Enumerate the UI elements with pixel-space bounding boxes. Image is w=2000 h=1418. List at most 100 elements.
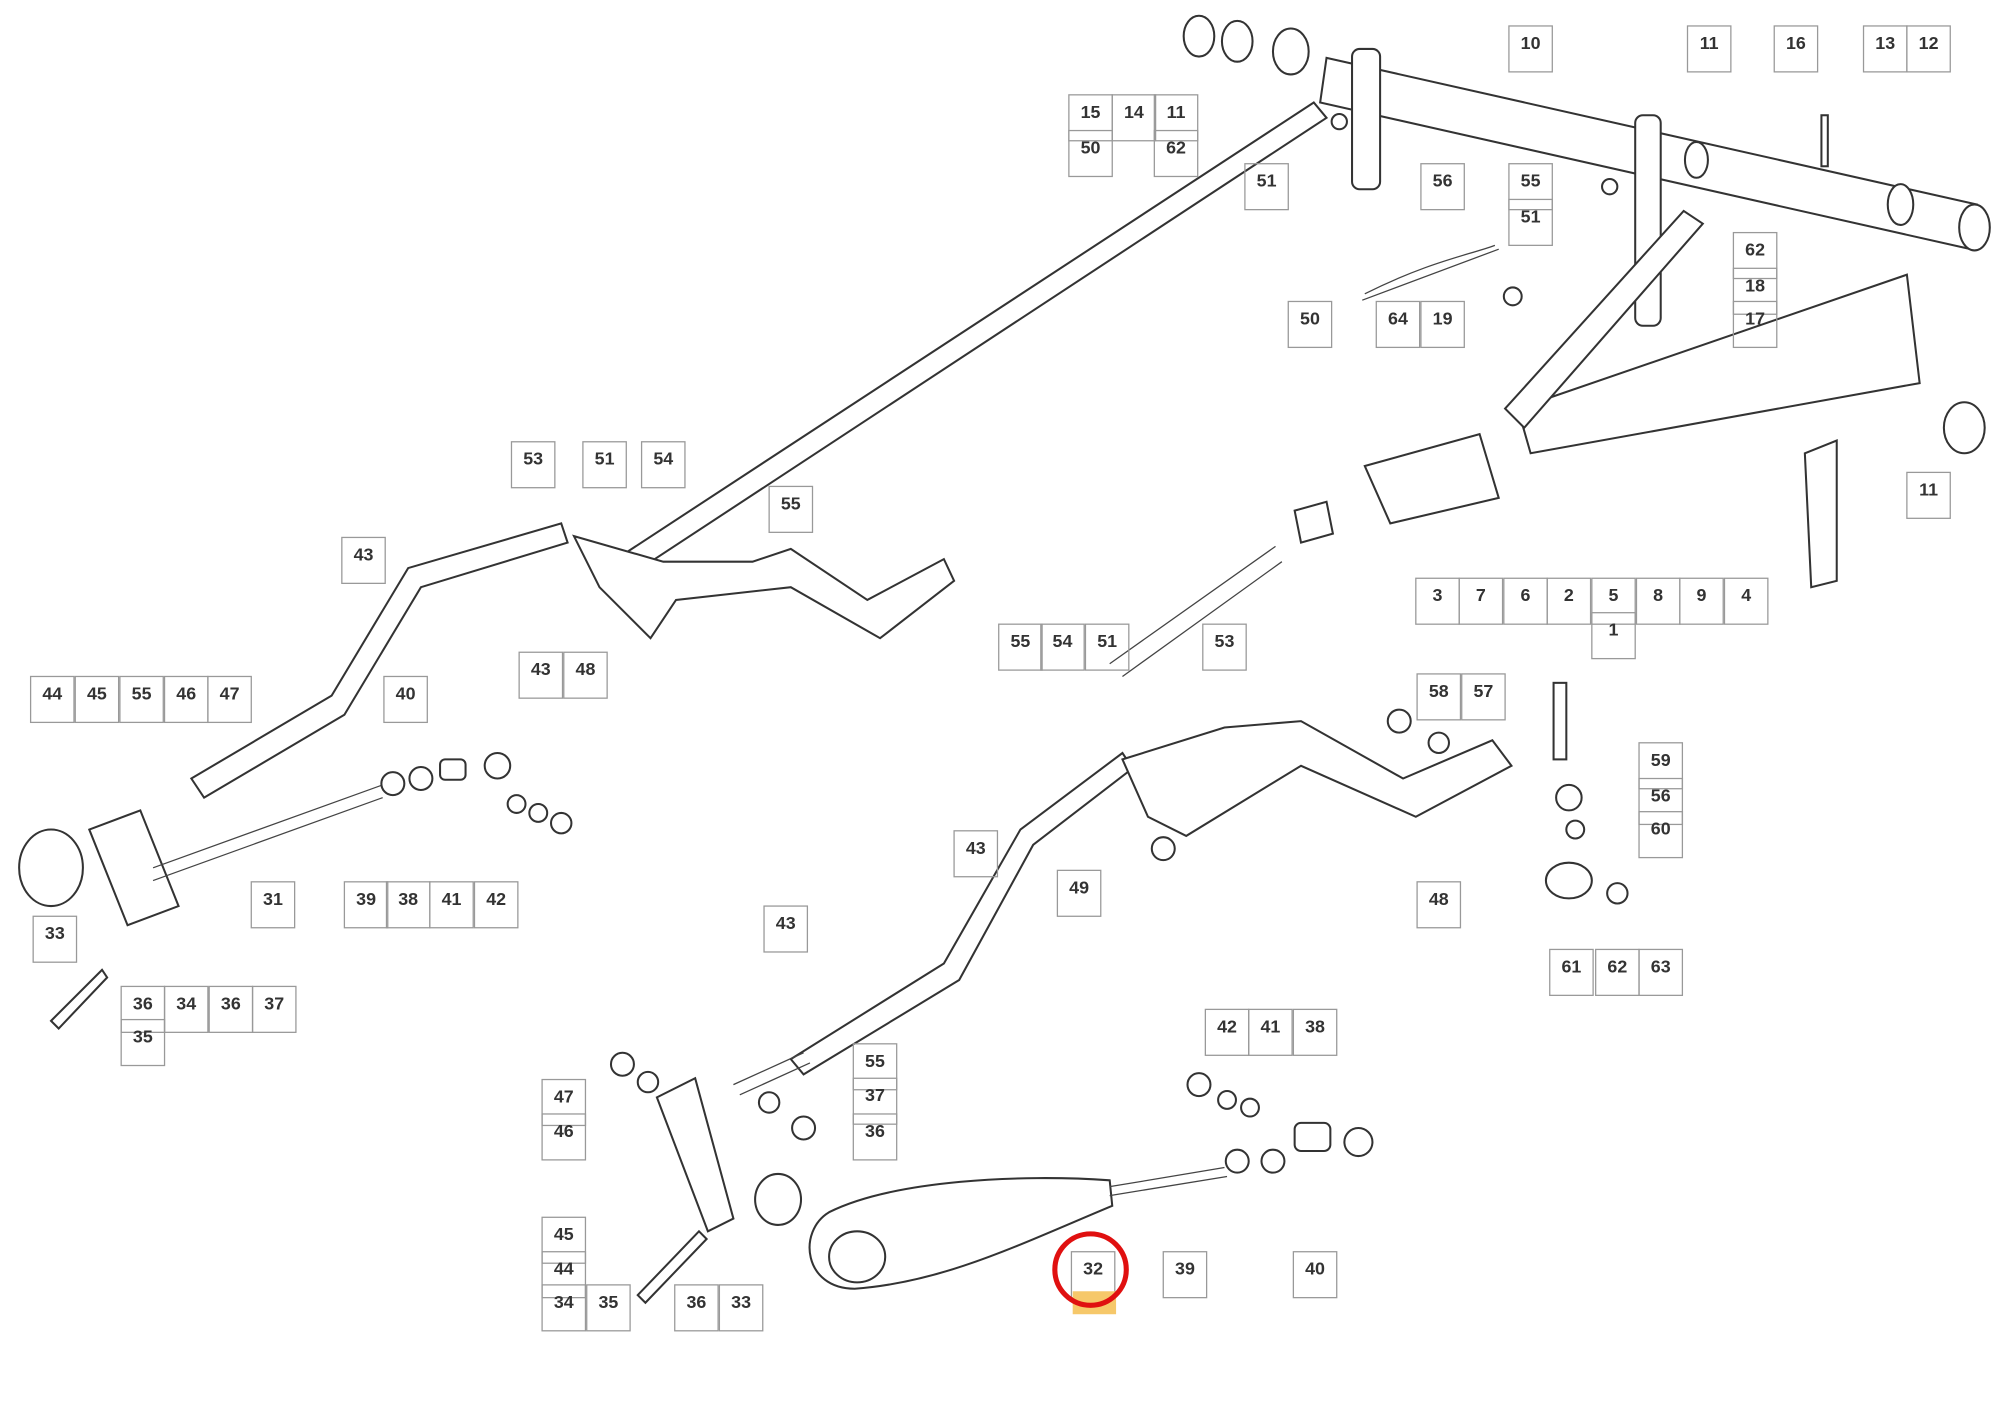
callout-8[interactable]: 50: [1068, 129, 1113, 178]
callout-54[interactable]: 55: [998, 623, 1043, 671]
part-number-label: 56: [1433, 171, 1453, 191]
callout-53[interactable]: 35: [120, 1018, 166, 1067]
callout-66[interactable]: 43: [763, 905, 809, 953]
callout-55[interactable]: 54: [1040, 623, 1085, 671]
callout-45[interactable]: 38: [385, 881, 431, 929]
callout-17[interactable]: 50: [1287, 300, 1333, 349]
callout-82[interactable]: 44: [541, 1251, 587, 1299]
callout-2[interactable]: 11: [1153, 94, 1199, 142]
callout-box: [1040, 623, 1085, 671]
callout-26[interactable]: 8: [1635, 577, 1681, 625]
callout-35[interactable]: 43: [518, 651, 564, 699]
callout-36[interactable]: 48: [563, 651, 608, 699]
callout-64[interactable]: 49: [1056, 869, 1102, 917]
callout-21[interactable]: 3: [1415, 577, 1460, 625]
callout-34[interactable]: 43: [341, 536, 386, 584]
callout-56[interactable]: 51: [1084, 623, 1130, 671]
callout-27[interactable]: 9: [1679, 577, 1724, 625]
callout-61[interactable]: 56: [1638, 777, 1684, 826]
callout-box: [1416, 881, 1462, 929]
callout-15[interactable]: 18: [1732, 267, 1778, 315]
callout-63[interactable]: 43: [953, 830, 999, 878]
callout-52[interactable]: 37: [251, 985, 297, 1033]
callout-box: [1508, 25, 1553, 73]
callout-43[interactable]: 31: [250, 881, 296, 929]
callout-69[interactable]: 63: [1638, 948, 1684, 996]
callout-57[interactable]: 53: [1202, 623, 1247, 671]
callout-68[interactable]: 62: [1595, 948, 1640, 996]
callout-65[interactable]: 48: [1416, 881, 1462, 929]
callout-23[interactable]: 6: [1503, 577, 1548, 625]
callout-73[interactable]: 55: [852, 1043, 898, 1091]
callout-10[interactable]: 51: [1244, 163, 1289, 211]
callout-86[interactable]: 33: [718, 1284, 764, 1332]
callout-41[interactable]: 47: [207, 675, 252, 724]
callout-29[interactable]: 1: [1591, 612, 1636, 660]
callout-9[interactable]: 62: [1153, 129, 1199, 178]
callout-box: [541, 1078, 587, 1127]
callout-1[interactable]: 14: [1111, 94, 1157, 142]
callout-31[interactable]: 51: [582, 441, 627, 489]
callout-33[interactable]: 55: [768, 485, 814, 533]
callout-83[interactable]: 34: [541, 1284, 587, 1332]
callout-20[interactable]: 11: [1906, 471, 1951, 519]
callout-84[interactable]: 35: [586, 1284, 631, 1332]
callout-50[interactable]: 34: [163, 985, 209, 1033]
callout-box: [1056, 869, 1102, 917]
callout-72[interactable]: 38: [1292, 1008, 1338, 1056]
callout-19[interactable]: 19: [1420, 300, 1465, 349]
callout-70[interactable]: 42: [1204, 1008, 1250, 1056]
callout-3[interactable]: 10: [1508, 25, 1553, 73]
callout-12[interactable]: 55: [1508, 163, 1553, 211]
callout-67[interactable]: 61: [1549, 948, 1594, 996]
part-number-label: 48: [576, 659, 596, 679]
callout-77[interactable]: 46: [541, 1113, 587, 1161]
callout-85[interactable]: 36: [674, 1284, 719, 1332]
callout-4[interactable]: 11: [1686, 25, 1732, 73]
callout-0[interactable]: 15: [1068, 94, 1113, 142]
callout-42[interactable]: 40: [383, 675, 428, 724]
callout-48[interactable]: 33: [32, 915, 78, 963]
callout-40[interactable]: 46: [163, 675, 209, 724]
callout-24[interactable]: 2: [1546, 577, 1592, 625]
callout-13[interactable]: 51: [1508, 198, 1553, 246]
callout-37[interactable]: 44: [29, 675, 75, 724]
callout-32[interactable]: 54: [640, 441, 686, 489]
callout-14[interactable]: 62: [1732, 231, 1778, 280]
callout-78[interactable]: 45: [541, 1216, 587, 1264]
callout-62[interactable]: 60: [1638, 811, 1684, 859]
callout-76[interactable]: 36: [852, 1113, 898, 1161]
callout-11[interactable]: 56: [1420, 163, 1465, 211]
callout-79[interactable]: 39: [1162, 1251, 1208, 1299]
callout-box: [1153, 129, 1199, 178]
callout-60[interactable]: 59: [1638, 742, 1684, 790]
callout-47[interactable]: 42: [473, 881, 519, 929]
callout-22[interactable]: 7: [1458, 577, 1504, 625]
callout-box: [341, 536, 386, 584]
callout-38[interactable]: 45: [74, 675, 120, 724]
callout-74[interactable]: 37: [852, 1077, 898, 1125]
callout-39[interactable]: 55: [119, 675, 164, 724]
callout-71[interactable]: 41: [1248, 1008, 1293, 1056]
callout-46[interactable]: 41: [429, 881, 474, 929]
callout-18[interactable]: 64: [1375, 300, 1421, 349]
callout-75[interactable]: 47: [541, 1078, 587, 1127]
part-number-label: 38: [1305, 1016, 1325, 1036]
callout-30[interactable]: 53: [510, 441, 556, 489]
callout-7[interactable]: 12: [1906, 25, 1951, 73]
callout-49[interactable]: 36: [120, 985, 166, 1033]
callout-16[interactable]: 17: [1732, 300, 1778, 349]
callout-59[interactable]: 57: [1461, 673, 1506, 721]
callout-58[interactable]: 58: [1416, 673, 1462, 721]
callout-25[interactable]: 5: [1591, 577, 1636, 625]
callout-box: [1773, 25, 1819, 73]
callout-51[interactable]: 36: [208, 985, 254, 1033]
callout-5[interactable]: 16: [1773, 25, 1819, 73]
callout-6[interactable]: 13: [1862, 25, 1908, 73]
callout-81[interactable]: 32: [1070, 1251, 1116, 1299]
highlight-part-32: [1052, 1231, 1129, 1315]
callout-28[interactable]: 4: [1723, 577, 1769, 625]
callout-80[interactable]: 40: [1292, 1251, 1338, 1299]
callout-44[interactable]: 39: [343, 881, 389, 929]
